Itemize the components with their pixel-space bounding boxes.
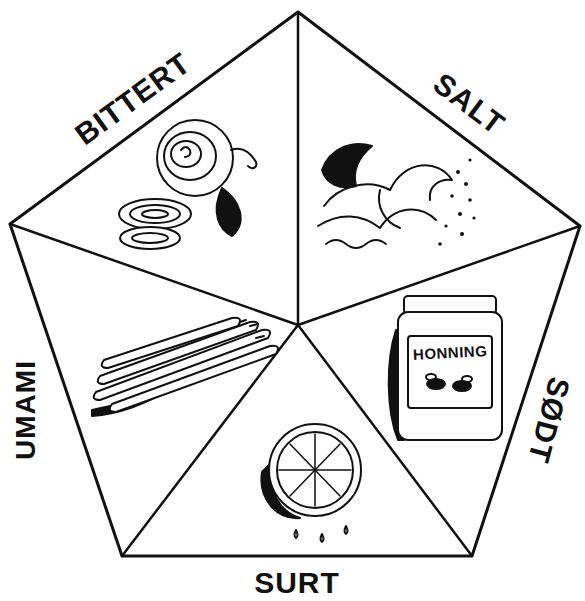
taste-label: SURT [254,568,340,598]
bee-drawing [426,374,472,391]
honey-jar-drawing [389,296,502,440]
jar-label-text: HONNING [412,343,487,362]
pentagon-outline [10,12,580,556]
onion-drawing [119,120,256,249]
asparagus-drawing [92,318,278,416]
salt-wave-drawing [318,144,476,248]
taste-label: SØDT [523,374,575,466]
taste-label: SALT [428,68,510,140]
lemon-drawing [261,424,361,542]
taste-label: BITTERT [70,48,196,151]
pentagon-spokes [10,12,580,556]
taste-label: UMAMI [12,360,40,460]
